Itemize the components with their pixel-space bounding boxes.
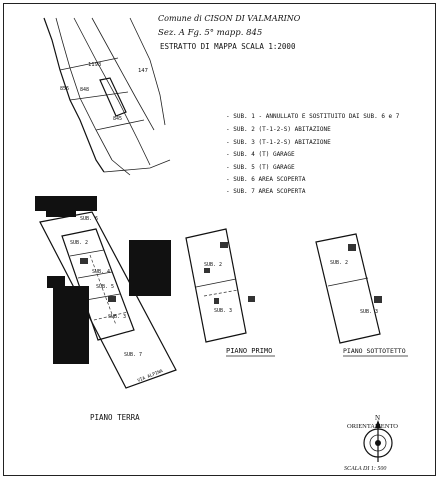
title-estratto: ESTRATTO DI MAPPA SCALA 1:2000 — [160, 42, 296, 51]
redaction-block-left — [53, 286, 89, 364]
redaction-block-top — [35, 196, 97, 211]
legend-sub2: - SUB. 2 (T-1-2-S) ABITAZIONE — [226, 126, 331, 133]
map-extract: 1193 147 856 848 845 — [43, 17, 171, 176]
caption-piano-primo: PIANO PRIMO — [226, 347, 272, 355]
map-label-147: 147 — [138, 68, 148, 74]
ground-label-sub5: SUB. 5 — [96, 284, 114, 290]
map-label-1193: 1193 — [88, 62, 101, 68]
north-arrow — [363, 420, 393, 462]
caption-piano-terra: PIANO TERRA — [90, 413, 140, 422]
first-floor-plan: SUB. 2 SUB. 3 — [185, 228, 255, 343]
sheet-border — [3, 3, 436, 476]
legend-sub4: - SUB. 4 (T) GARAGE — [226, 151, 295, 158]
legend-sub5: - SUB. 5 (T) GARAGE — [226, 164, 295, 171]
redaction-block-right — [129, 240, 171, 296]
ground-label-sub3: SUB. 3 — [108, 314, 126, 320]
redaction-block-strip — [46, 211, 76, 217]
ground-label-sub7: SUB. 7 — [124, 352, 142, 358]
attic-label-sub3: SUB. 3 — [360, 309, 378, 315]
first-label-sub2: SUB. 2 — [204, 262, 222, 268]
map-label-845: 845 — [113, 116, 122, 122]
orientation-label: ORIENTAMENTO — [347, 423, 398, 430]
map-label-856: 856 — [60, 86, 69, 92]
title-sezione: Sez. A Fg. 5° mapp. 845 — [158, 28, 262, 38]
ground-label-sub4: SUB. 4 — [92, 269, 110, 275]
legend-sub6: - SUB. 6 AREA SCOPERTA — [226, 176, 306, 183]
attic-plan: SUB. 2 SUB. 3 — [315, 233, 382, 344]
first-label-sub3: SUB. 3 — [214, 308, 232, 314]
ground-label-sub2: SUB. 2 — [70, 240, 88, 246]
orientation-north: N — [375, 414, 380, 422]
legend-sub1: - SUB. 1 - ANNULLATO E SOSTITUITO DAI SU… — [226, 113, 400, 120]
title-comune: Comune di CISON DI VALMARINO — [158, 14, 301, 23]
map-label-848: 848 — [80, 87, 89, 93]
caption-piano-sottotetto: PIANO SOTTOTETTO — [343, 347, 406, 355]
legend-sub3: - SUB. 3 (T-1-2-S) ABITAZIONE — [226, 139, 331, 146]
ground-floor-plan: SUB. 6 SUB. 2 SUB. 4 SUB. 5 SUB. 3 SUB. … — [35, 196, 177, 389]
legend: - SUB. 1 - ANNULLATO E SOSTITUITO DAI SU… — [226, 113, 400, 195]
legend-sub7: - SUB. 7 AREA SCOPERTA — [226, 188, 306, 195]
attic-label-sub2: SUB. 2 — [330, 260, 348, 266]
ground-label-sub6: SUB. 6 — [80, 216, 98, 222]
redaction-block-left-tab — [47, 276, 65, 288]
orientation-scale: SCALA DI 1: 500 — [344, 466, 386, 472]
